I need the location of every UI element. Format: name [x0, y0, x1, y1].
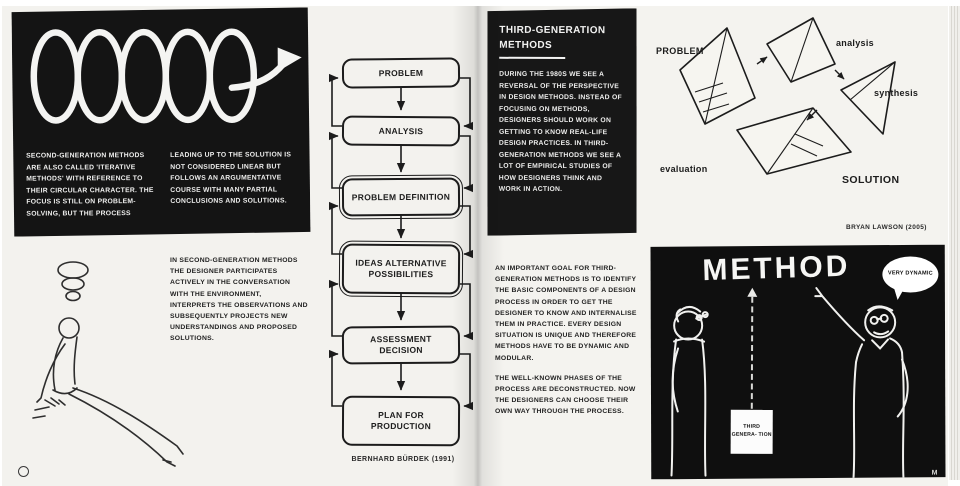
lawson-caption: BRYAN LAWSON (2005): [846, 224, 927, 231]
flow-box-analysis: ANALYSIS: [341, 115, 461, 147]
spiral-arrow-icon: [16, 13, 307, 142]
artist-signature: M: [931, 469, 938, 477]
burdek-flowchart: PROBLEM ANALYSIS PROBLEM DEFINITION IDEA…: [326, 48, 476, 455]
third-gen-intro-text: DURING THE 1980S WE SEE A REVERSAL OF TH…: [498, 70, 622, 194]
third-gen-heading: THIRD-GENERATION METHODS: [499, 24, 606, 51]
label-synthesis: synthesis: [874, 88, 919, 98]
page-mark: [18, 466, 29, 477]
flow-box-ideas: IDEAS ALTERNATIVE POSSIBILITIES: [338, 240, 464, 298]
page-stack-edge: [949, 6, 960, 480]
label-problem: PROBLEM: [656, 46, 704, 56]
flow-box-assessment: ASSESSMENT DECISION: [341, 325, 461, 365]
method-panel: METHOD VERY DYNAMIC THIRD GENERA- TION M: [649, 243, 946, 480]
second-gen-text-col2: LEADING UP TO THE SOLUTION IS NOT CONSID…: [170, 151, 292, 206]
second-generation-panel: SECOND-GENERATION METHODS ARE ALSO CALLE…: [12, 7, 311, 236]
label-analysis: analysis: [836, 38, 874, 48]
label-evaluation: evaluation: [660, 164, 708, 174]
method-title: METHOD: [701, 249, 851, 288]
label-solution: SOLUTION: [842, 174, 900, 186]
second-gen-text-col1: SECOND-GENERATION METHODS ARE ALSO CALLE…: [26, 152, 154, 218]
third-generation-panel: THIRD-GENERATION METHODS DURING THE 1980…: [487, 8, 638, 237]
heading-underline: [499, 57, 565, 59]
third-gen-body-text-2: THE WELL-KNOWN PHASES OF THE PROCESS ARE…: [495, 374, 636, 416]
second-gen-body-text: IN SECOND-GENERATION METHODS THE DESIGNE…: [170, 257, 308, 343]
flow-box-problem: PROBLEM: [341, 57, 461, 89]
flowchart-caption: BERNHARD BÜRDEK (1991): [351, 456, 455, 463]
flow-box-problem-definition: PROBLEM DEFINITION: [338, 174, 464, 220]
seated-figure-sketch: [32, 261, 184, 467]
third-generation-tag: THIRD GENERA- TION: [731, 410, 773, 454]
flowchart-connectors: [328, 73, 474, 411]
speech-bubble: VERY DYNAMIC: [882, 256, 938, 292]
flow-box-plan: PLAN FOR PRODUCTION: [341, 395, 461, 447]
dashed-arrow-head: [747, 288, 757, 297]
thought-spiral-icon: [57, 261, 89, 279]
third-generation-tag-text: THIRD GENERA- TION: [731, 423, 772, 438]
polyhedra-sketch: [679, 17, 896, 175]
speech-bubble-text: VERY DYNAMIC: [887, 270, 933, 277]
third-gen-body-text-1: AN IMPORTANT GOAL FOR THIRD-GENERATION M…: [495, 265, 637, 362]
third-gen-body: AN IMPORTANT GOAL FOR THIRD-GENERATION M…: [495, 263, 637, 418]
figures-sketch: [649, 243, 946, 480]
